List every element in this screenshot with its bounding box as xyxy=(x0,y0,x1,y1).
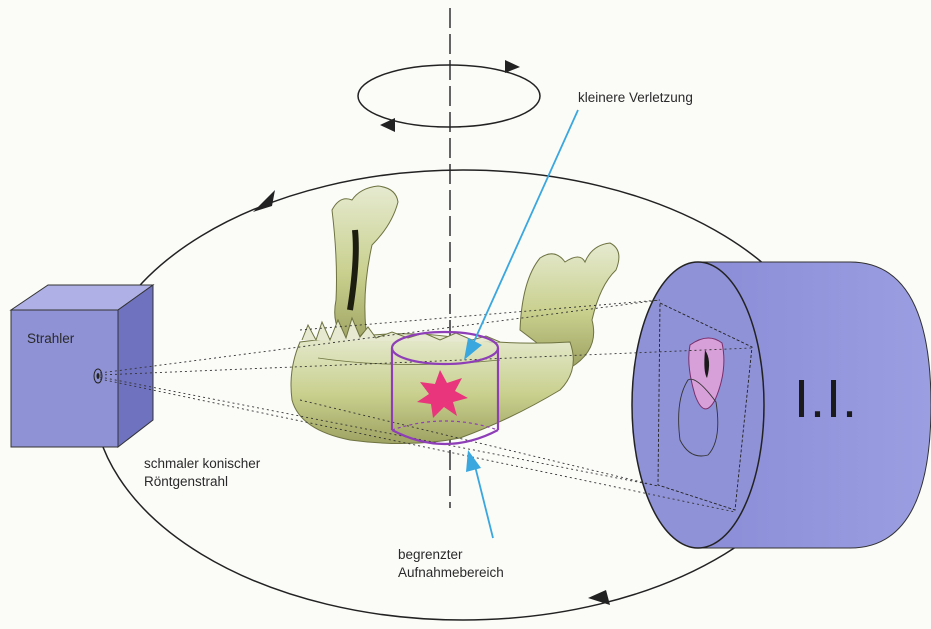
orbit-arrow-icon xyxy=(588,590,610,605)
pointer-arrow-icon xyxy=(466,450,493,538)
image-intensifier xyxy=(632,262,931,548)
beam-label-line1: schmaler konischer xyxy=(144,455,260,472)
detector-label: I.I. xyxy=(794,368,858,430)
x-ray-source-box xyxy=(11,285,153,447)
mandible-bone xyxy=(291,186,619,444)
source-label: Strahler xyxy=(27,330,74,347)
region-label-line1: begrenzter xyxy=(398,546,463,563)
beam-label-line2: Röntgenstrahl xyxy=(144,473,228,490)
lesion-label: kleinere Verletzung xyxy=(578,89,693,106)
rotation-arrow-icon xyxy=(358,60,540,132)
region-label-line2: Aufnahmebereich xyxy=(398,564,504,581)
